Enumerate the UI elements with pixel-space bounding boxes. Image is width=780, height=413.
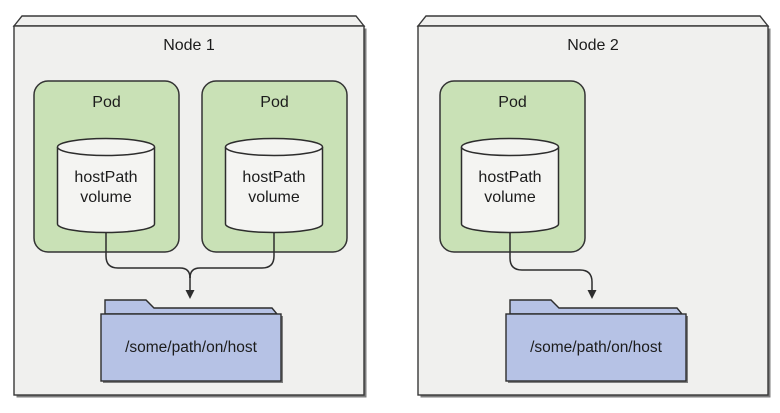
node1-volume2-cylinder-body	[224, 147, 324, 234]
node1-connector-arrows	[105, 230, 275, 299]
node1-volume1-label: hostPath volume	[74, 169, 138, 206]
node1-volume1-cylinder-top	[56, 137, 156, 157]
node2-volume1-cylinder-icon	[460, 137, 560, 234]
node1-folder-icon	[100, 299, 283, 383]
node1-title: Node 1	[163, 37, 215, 54]
node2-connector-arrow	[509, 230, 597, 299]
node2-volume1-cylinder-top	[460, 137, 560, 157]
node1-folder-body	[100, 313, 282, 382]
node1-volume1-cylinder-body	[56, 147, 156, 234]
node1-volume1-cylinder-icon	[56, 137, 156, 234]
node1-volume2-cylinder-icon	[224, 137, 324, 234]
node2-folder-icon	[505, 299, 688, 383]
node2-pod1-label: Pod	[498, 94, 527, 111]
node1-folder-path-label: /some/path/on/host	[125, 339, 257, 356]
node2-volume1-label: hostPath volume	[478, 169, 542, 206]
node2-folder-body	[505, 313, 687, 382]
node2-folder-path-label: /some/path/on/host	[530, 339, 662, 356]
node1-pod2-label: Pod	[260, 94, 289, 111]
node2-connector-elbow	[509, 230, 593, 291]
node2-volume1-cylinder-body	[460, 147, 560, 234]
node2-title: Node 2	[567, 37, 619, 54]
node1-connector-right	[189, 230, 275, 279]
node1-arrowhead-icon	[185, 290, 195, 299]
node2-arrowhead-icon	[587, 290, 597, 299]
node1-pod1-label: Pod	[92, 94, 121, 111]
node1-volume2-cylinder-top	[224, 137, 324, 157]
node1-top-face	[12, 15, 366, 27]
node2-top-face	[416, 15, 770, 27]
node1-connector-left	[105, 230, 191, 279]
node1-volume2-label: hostPath volume	[242, 169, 306, 206]
